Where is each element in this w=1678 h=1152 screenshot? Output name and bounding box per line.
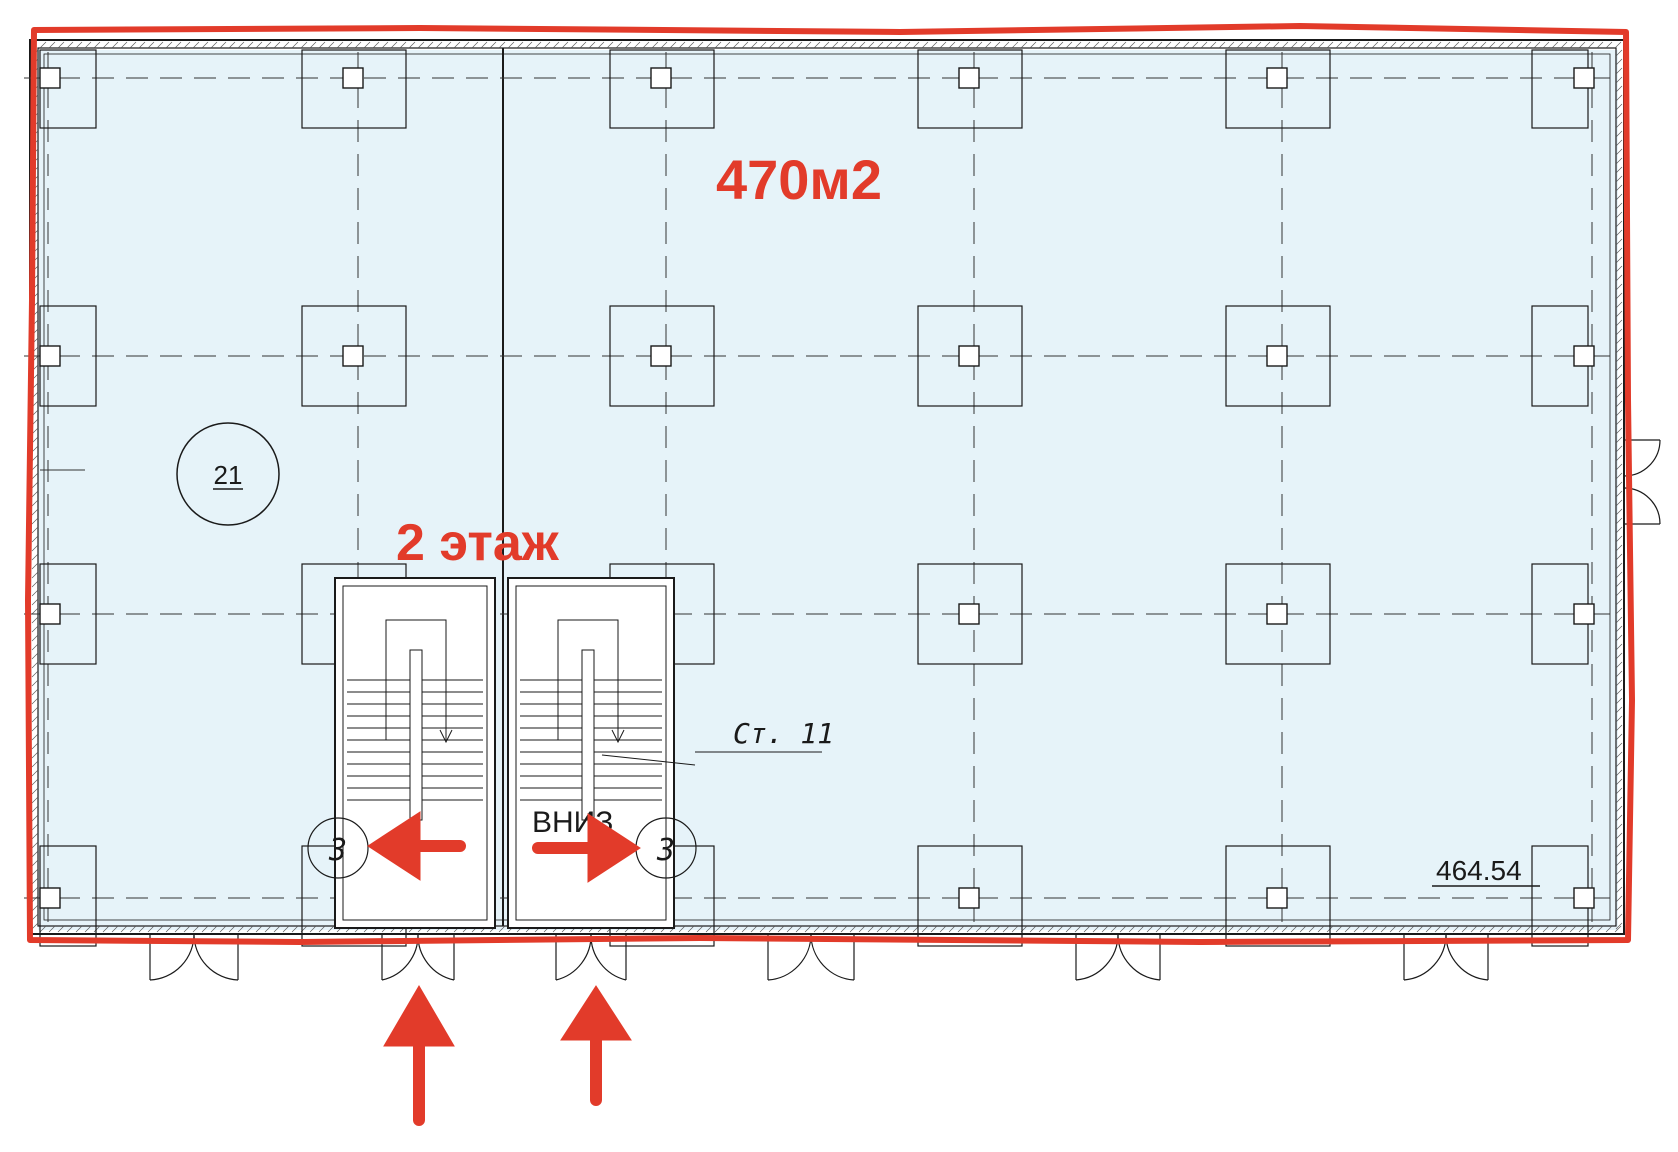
- annotation-arrows: [367, 811, 641, 1126]
- column: [1225, 305, 1331, 407]
- floor-label: 2 этаж: [396, 514, 560, 572]
- column: [1531, 49, 1595, 129]
- column: [1225, 845, 1331, 947]
- column: [1531, 305, 1595, 407]
- column: [917, 563, 1023, 665]
- axis-grid: [24, 52, 1612, 922]
- door: [767, 933, 855, 981]
- stair-number-left: 3: [328, 833, 347, 868]
- annotation-outline: [25, 23, 1635, 945]
- stair-leader: [601, 751, 822, 766]
- column: [39, 563, 97, 665]
- level-mark: 464.54: [1436, 855, 1522, 886]
- column: [39, 49, 97, 129]
- column: [1531, 563, 1595, 665]
- stair-number-right: 3: [656, 833, 675, 868]
- column: [917, 305, 1023, 407]
- column: [39, 305, 97, 407]
- column: [609, 49, 715, 129]
- stair-marker-left: 3: [307, 817, 369, 879]
- floor-area: [38, 50, 1618, 930]
- area-label: 470м2: [716, 148, 882, 211]
- column: [917, 49, 1023, 129]
- column: [301, 305, 407, 407]
- column: [301, 49, 407, 129]
- column: [1225, 563, 1331, 665]
- column: [1225, 49, 1331, 129]
- column: [39, 845, 97, 947]
- column: [1531, 845, 1595, 947]
- column: [917, 845, 1023, 947]
- column: [609, 305, 715, 407]
- room-tag: 21: [40, 422, 280, 526]
- room-number: 21: [214, 460, 243, 490]
- stair-label: Ст. 11: [733, 717, 834, 750]
